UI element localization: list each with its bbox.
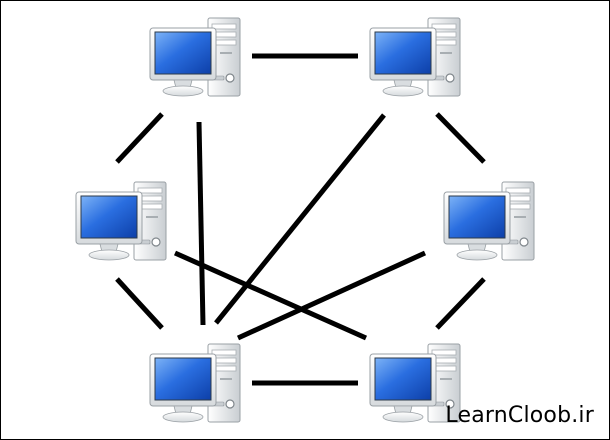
- desktop-computer-icon: [443, 181, 535, 261]
- link-mid-left-bottom-right: [173, 250, 368, 341]
- link-top-left-mid-left: [115, 112, 164, 164]
- desktop-computer-icon: [369, 17, 461, 97]
- link-top-right-mid-right: [435, 112, 486, 164]
- link-mid-left-bottom-left: [115, 277, 164, 330]
- link-top-right-bottom-left: [214, 113, 386, 325]
- link-top-left-bottom-left: [196, 121, 206, 326]
- desktop-computer-icon: [149, 343, 241, 423]
- link-mid-right-bottom-right: [435, 277, 486, 330]
- link-mid-right-bottom-left: [236, 250, 427, 341]
- desktop-computer-icon: [149, 17, 241, 97]
- watermark-text: LearnCloob.ir: [445, 403, 594, 428]
- desktop-computer-icon: [75, 181, 167, 261]
